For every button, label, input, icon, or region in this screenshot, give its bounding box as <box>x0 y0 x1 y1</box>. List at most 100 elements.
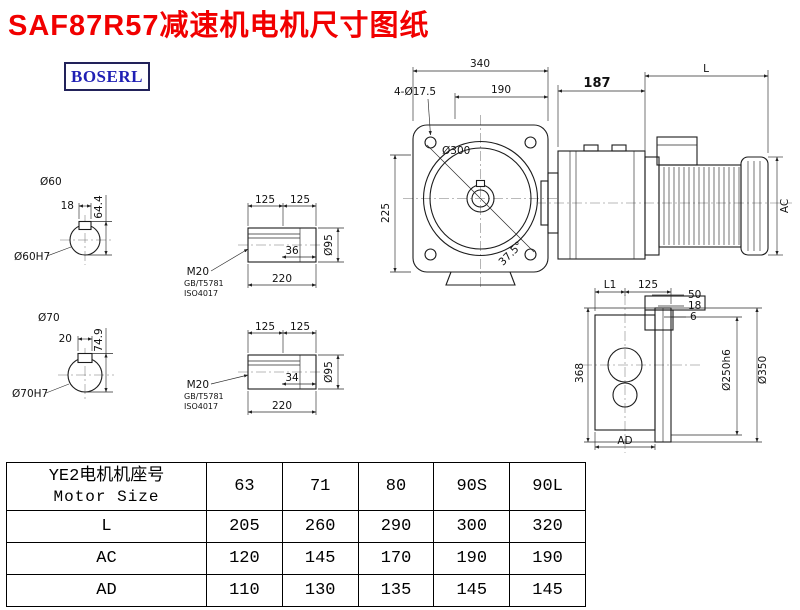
dim-d350: Ø350 <box>671 307 769 443</box>
dim-label-74-9: 74.9 <box>93 328 105 351</box>
dim-label-18: 18 <box>61 200 74 212</box>
dim-keyway-height-60: 64.4 <box>85 195 112 256</box>
fan-cowl <box>740 156 769 256</box>
bolt-hole <box>424 136 437 149</box>
dim-label-125b: 125 <box>290 194 310 206</box>
dim-125-125-top: 125 125 <box>247 194 317 226</box>
table-cell: 120 <box>206 542 283 575</box>
thread-callout-bottom: M20 GB/T5781 ISO4017 <box>184 374 249 411</box>
page-title: SAF87R57减速机电机尺寸图纸 <box>8 10 430 42</box>
dim-d250: Ø250h6 <box>671 316 742 436</box>
input-bushing-top: 125 125 M20 GB/T5781 ISO4017 36 220 <box>184 194 344 298</box>
bearing-boss <box>607 347 643 383</box>
table-cell: 170 <box>357 542 435 575</box>
torque-arm-tab <box>644 295 706 311</box>
brand-logo: BOSERL <box>64 62 150 91</box>
dim-label-AD: AD <box>617 435 632 447</box>
frame-size-col-80: 80 <box>357 462 435 511</box>
table-cell: 110 <box>206 574 283 607</box>
gearbox-housing <box>557 150 646 260</box>
dim-d95-top: Ø95 <box>318 227 344 263</box>
shaft-60-section: 18 64.4 Ø60 Ø60H7 <box>14 176 112 265</box>
bore-callout-70: Ø70H7 <box>12 383 70 400</box>
table-cell: 300 <box>433 510 511 543</box>
dim-label-125c: 125 <box>255 321 275 333</box>
dim-keyway-width-60: 18 <box>61 200 92 219</box>
table-cell: 145 <box>433 574 511 607</box>
dim-label-220-bottom: 220 <box>272 400 292 412</box>
housing-boss <box>611 144 627 152</box>
motor-flange <box>644 156 660 256</box>
dim-d95-bottom: Ø95 <box>318 354 344 390</box>
table-cell: 190 <box>509 542 586 575</box>
centerline <box>403 115 558 288</box>
dim-36: 36 <box>281 245 317 259</box>
bushing-body <box>247 227 317 263</box>
std-gbt5781-bottom: GB/T5781 <box>184 392 224 401</box>
dim-label-220-top: 220 <box>272 273 292 285</box>
shaft-hole <box>471 189 490 208</box>
dim-label-d350: Ø350 <box>757 356 769 384</box>
motor-fins <box>663 167 740 245</box>
dim-label-190: 190 <box>491 84 511 96</box>
frame-size-col-90L: 90L <box>509 462 586 511</box>
table-cell: 260 <box>281 510 359 543</box>
dim-label-L1: L1 <box>604 279 617 291</box>
motor-size-table: YE2电机机座号 Motor Size 63 71 80 90S 90L L 2… <box>6 462 586 607</box>
technical-drawing: 18 64.4 Ø60 Ø60H7 <box>12 58 792 453</box>
dim-label-125a: 125 <box>255 194 275 206</box>
dim-label-d95-top: Ø95 <box>323 234 335 256</box>
dim-label-d60h7: Ø60H7 <box>14 251 50 263</box>
table-row-AC: AC 120 145 170 190 190 <box>6 542 586 575</box>
frame-size-col-90S: 90S <box>433 462 511 511</box>
centerline <box>582 295 700 453</box>
row-label-AD: AD <box>6 574 207 607</box>
frame-size-col-63: 63 <box>206 462 283 511</box>
dim-220-bottom: 220 <box>247 391 317 415</box>
table-cell: 135 <box>357 574 435 607</box>
dim-label-4xd17-5: 4-Ø17.5 <box>394 86 436 98</box>
table-cell: 130 <box>281 574 359 607</box>
dim-label-d70h7: Ø70H7 <box>12 388 48 400</box>
diagonal-centerline <box>426 144 535 253</box>
hub-keyway <box>475 179 486 188</box>
dim-label-64-4: 64.4 <box>93 195 105 219</box>
row-label-L: L <box>6 510 207 543</box>
table-row-L: L 205 260 290 300 320 <box>6 510 586 543</box>
dim-label-50: 50 <box>688 289 701 301</box>
table-row-AD: AD 110 130 135 145 145 <box>6 574 586 607</box>
dim-label-AC: AC <box>779 199 791 213</box>
dim-368: 368 <box>574 307 655 443</box>
shaft-70-section: 20 74.9 Ø70 Ø70H7 <box>12 312 114 402</box>
dim-label-d300: Ø300 <box>442 145 470 157</box>
torque-arm-step <box>644 309 674 331</box>
output-flange-view: L1 125 50 18 6 368 Ø250h6 <box>574 279 769 453</box>
shaft-70-keyway <box>77 352 93 364</box>
terminal-box <box>656 136 698 166</box>
table-cell: 290 <box>357 510 435 543</box>
dim-label-d60: Ø60 <box>40 176 62 188</box>
std-iso4017-bottom: ISO4017 <box>184 402 218 411</box>
dim-label-m20-bottom: M20 <box>187 379 209 391</box>
motor-size-label-en: Motor Size <box>53 488 160 506</box>
gearbox-motor-side-view: 187 L AC <box>536 63 792 260</box>
dim-label-37-5deg: 37.5° <box>497 240 526 269</box>
fan-cowl-slots <box>747 161 761 251</box>
dim-keyway-width-70: 20 <box>59 333 93 351</box>
thread-callout-top: M20 GB/T5781 ISO4017 <box>184 248 249 298</box>
dim-125-125-bottom: 125 125 <box>247 321 317 353</box>
dim-50-18-6: 50 18 6 <box>652 289 701 323</box>
dim-label-18b: 18 <box>688 300 701 312</box>
std-gbt5781-top: GB/T5781 <box>184 279 224 288</box>
std-iso4017-top: ISO4017 <box>184 289 218 298</box>
table-cell: 145 <box>281 542 359 575</box>
bore-callout-60: Ø60H7 <box>14 246 72 263</box>
housing-boss <box>583 144 599 152</box>
dim-label-d95-bottom: Ø95 <box>323 361 335 383</box>
bolt-hole <box>524 248 537 261</box>
bolt-hole-callout: 4-Ø17.5 <box>394 86 436 136</box>
dim-label-d70: Ø70 <box>38 312 60 324</box>
bolt-hole <box>524 136 537 149</box>
flange-circle-inner <box>429 147 532 250</box>
